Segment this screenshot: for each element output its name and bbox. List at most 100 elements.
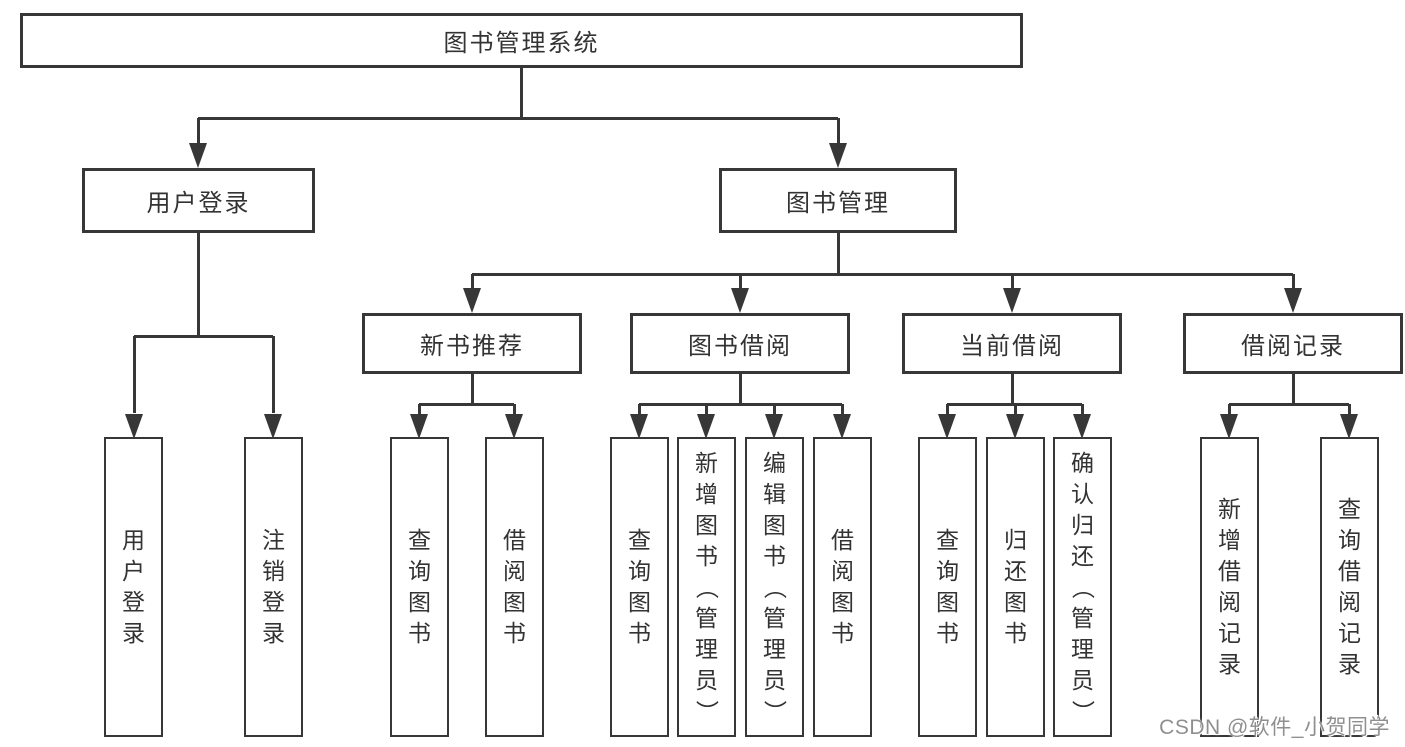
- leaf-cb-query-book: 查询图书: [918, 437, 977, 737]
- vertical-char: 书: [763, 542, 786, 569]
- arrowhead-down: [1006, 414, 1024, 439]
- connector-line-vertical: [519, 68, 523, 118]
- leaf-nbr-borrow-book: 借阅图书: [485, 437, 544, 737]
- vertical-char: 新: [1218, 496, 1241, 522]
- arrowhead-down: [829, 143, 847, 168]
- vertical-char: 录: [262, 620, 285, 646]
- arrowhead-down: [731, 288, 749, 313]
- arrowhead-down: [125, 414, 143, 439]
- vertical-char: 查: [936, 527, 959, 553]
- vertical-char: （: [762, 575, 788, 599]
- leaf-bb-add-book-admin: 新增图书（管理员）: [677, 437, 736, 737]
- vertical-char: 录: [1338, 651, 1361, 677]
- vertical-char: ）: [762, 699, 788, 723]
- leaf-bb-edit-book-admin: 编辑图书（管理员）: [745, 437, 804, 737]
- leaf-bb-query-book: 查询图书: [610, 437, 669, 737]
- connector-line-vertical: [836, 233, 840, 274]
- connector-line-vertical: [772, 404, 776, 414]
- node-root-library-system: 图书管理系统: [20, 13, 1023, 68]
- vertical-char: 归: [1071, 511, 1094, 538]
- arrowhead-down: [505, 414, 523, 439]
- node-book-borrow: 图书借阅: [630, 313, 850, 374]
- leaf-cb-return-book: 归还图书: [986, 437, 1045, 737]
- vertical-char: 书: [695, 542, 718, 569]
- arrowhead-down: [1284, 288, 1302, 313]
- connector-line-vertical: [1291, 374, 1295, 404]
- vertical-char: ）: [1070, 699, 1096, 723]
- arrowhead-down: [189, 143, 207, 168]
- connector-line-vertical: [1227, 404, 1231, 414]
- vertical-char: 销: [262, 558, 285, 584]
- connector-line-vertical: [1347, 404, 1351, 414]
- vertical-char: ）: [694, 699, 720, 723]
- vertical-char: 管: [763, 604, 786, 631]
- leaf-logout: 注销登录: [244, 437, 303, 737]
- node-label: 图书管理系统: [443, 30, 600, 57]
- vertical-char: 书: [408, 620, 431, 646]
- vertical-char: 注: [262, 527, 285, 553]
- node-new-book-recommend: 新书推荐: [362, 313, 582, 374]
- vertical-char: （: [694, 575, 720, 599]
- connector-line-vertical: [470, 274, 474, 290]
- connector-line-vertical: [840, 404, 844, 414]
- vertical-char: 登: [262, 589, 285, 615]
- connector-line-horizontal: [639, 402, 842, 406]
- vertical-char: 借: [503, 527, 526, 553]
- vertical-char: 理: [763, 635, 786, 662]
- vertical-char: 员: [1071, 666, 1094, 693]
- vertical-char: 登: [122, 589, 145, 615]
- vertical-char: 书: [936, 620, 959, 646]
- vertical-char: 查: [1338, 496, 1361, 522]
- connector-line-vertical: [1080, 404, 1084, 414]
- leaf-nbr-query-book: 查询图书: [390, 437, 449, 737]
- connector-line-horizontal: [472, 272, 1293, 276]
- arrowhead-down: [1340, 414, 1358, 439]
- connector-line-horizontal: [1229, 402, 1349, 406]
- vertical-char: 图: [695, 511, 718, 538]
- vertical-char: 图: [1004, 589, 1027, 615]
- connector-line-vertical: [1013, 404, 1017, 414]
- arrowhead-down: [1073, 414, 1091, 439]
- connector-line-horizontal: [198, 116, 838, 120]
- connector-line-vertical: [1010, 274, 1014, 290]
- vertical-char: 管: [695, 604, 718, 631]
- node-label: 用户登录: [146, 190, 251, 217]
- node-borrow-record: 借阅记录: [1183, 313, 1403, 374]
- node-user-login: 用户登录: [82, 168, 315, 233]
- connector-line-vertical: [196, 233, 200, 336]
- vertical-char: 还: [1071, 542, 1094, 569]
- connector-line-vertical: [1291, 274, 1295, 290]
- vertical-char: 归: [1004, 527, 1027, 553]
- vertical-char: 阅: [503, 558, 526, 584]
- vertical-char: 理: [695, 635, 718, 662]
- arrowhead-down: [1220, 414, 1238, 439]
- vertical-char: 阅: [1218, 589, 1241, 615]
- vertical-char: 阅: [831, 558, 854, 584]
- vertical-char: 管: [1071, 604, 1094, 631]
- connector-line-vertical: [470, 374, 474, 404]
- vertical-char: 录: [122, 620, 145, 646]
- vertical-char: 增: [1218, 527, 1241, 553]
- node-label: 图书管理: [786, 190, 890, 217]
- arrowhead-down: [264, 414, 282, 439]
- arrowhead-down: [1003, 288, 1021, 313]
- vertical-char: 阅: [1338, 589, 1361, 615]
- vertical-char: 书: [831, 620, 854, 646]
- connector-line-horizontal: [419, 402, 514, 406]
- node-label: 图书借阅: [688, 333, 792, 360]
- vertical-char: 增: [695, 480, 718, 507]
- connector-line-vertical: [417, 404, 421, 414]
- node-label: 借阅记录: [1241, 333, 1345, 360]
- vertical-char: 录: [1218, 651, 1241, 677]
- vertical-char: 记: [1218, 620, 1241, 646]
- leaf-user-login: 用户登录: [104, 437, 163, 737]
- connector-line-vertical: [196, 118, 200, 144]
- vertical-char: 还: [1004, 558, 1027, 584]
- arrowhead-down: [697, 414, 715, 439]
- leaf-br-query-record: 查询借阅记录: [1320, 437, 1379, 737]
- node-current-borrow: 当前借阅: [902, 313, 1122, 374]
- vertical-char: 图: [831, 589, 854, 615]
- arrowhead-down: [463, 288, 481, 313]
- connector-line-vertical: [1010, 374, 1014, 404]
